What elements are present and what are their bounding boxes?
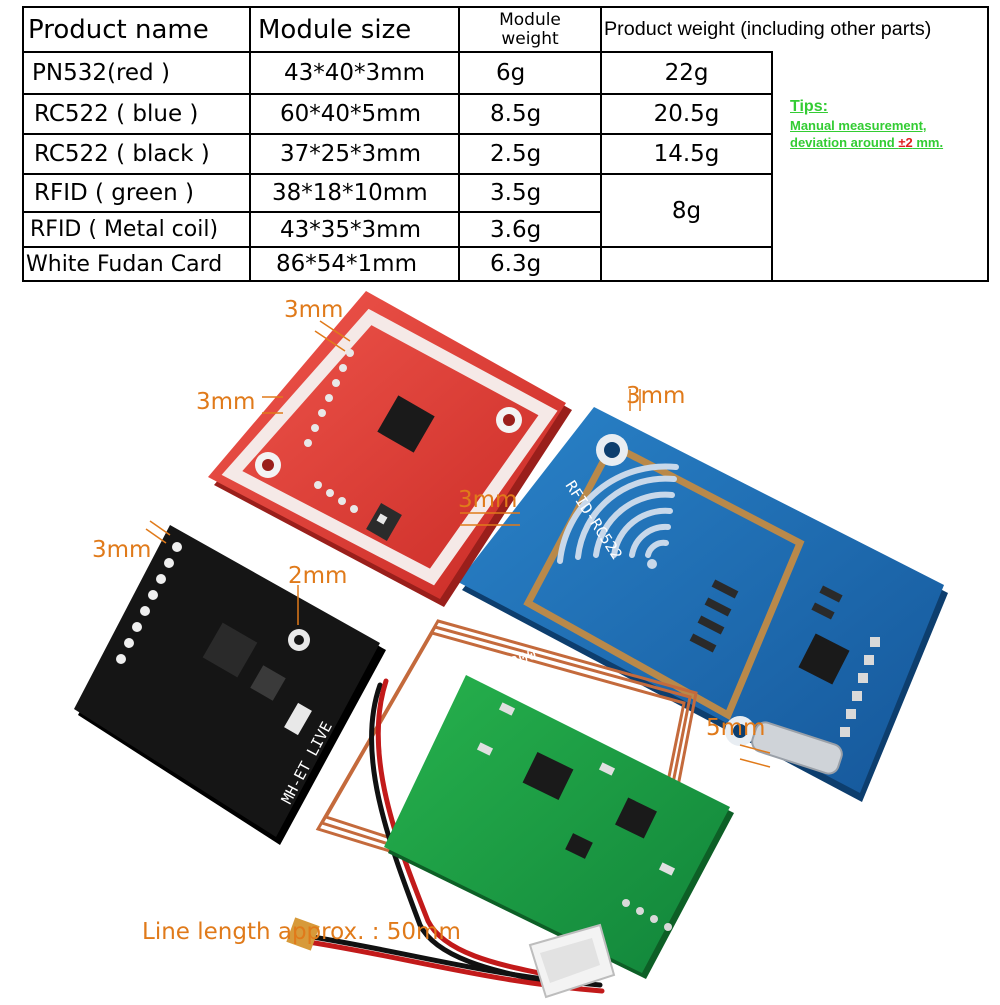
table-row-size: 86*54*1mm xyxy=(276,251,417,277)
dim-label-red-side: 3mm xyxy=(196,389,255,415)
spec-table: Product name Module size Module weight P… xyxy=(22,6,989,282)
tips-line1: Manual measurement, xyxy=(790,118,927,133)
table-border xyxy=(600,6,602,282)
table-row-size: 43*40*3mm xyxy=(284,60,425,86)
table-border xyxy=(771,51,773,282)
table-border xyxy=(22,133,771,135)
table-row-weight: 6.3g xyxy=(490,251,542,277)
dim-label-blue-crystal: 5mm xyxy=(706,715,765,741)
header-product-weight: Product weight (including other parts) xyxy=(604,18,932,40)
table-row-name: RFID ( Metal coil) xyxy=(30,217,219,242)
table-border xyxy=(458,6,460,282)
tips-deviation-value: ±2 xyxy=(898,135,913,150)
table-border xyxy=(249,6,251,282)
table-border xyxy=(22,51,771,53)
table-row-weight: 2.5g xyxy=(490,141,542,167)
header-module-weight-line1: Module xyxy=(499,9,561,30)
table-row-weight: 6g xyxy=(496,60,526,86)
table-row-weight: 3.5g xyxy=(490,180,542,206)
dim-label-black-hole: 2mm xyxy=(288,563,347,589)
table-border xyxy=(22,246,771,248)
table-border xyxy=(987,6,989,282)
pn532-red-board xyxy=(208,291,572,607)
tips-box: Tips: Manual measurement, deviation arou… xyxy=(790,98,985,168)
green-board-silkscreen: RDM6300 xyxy=(474,644,539,686)
table-row-name: RC522 ( black ) xyxy=(34,141,210,167)
table-row-size: 38*18*10mm xyxy=(272,180,428,206)
table-row-name: RC522 ( blue ) xyxy=(34,101,199,127)
table-border xyxy=(22,6,989,8)
connector xyxy=(528,923,616,999)
table-border xyxy=(22,93,771,95)
table-row-name: White Fudan Card xyxy=(26,251,223,277)
tips-line2-prefix: deviation around xyxy=(790,135,899,150)
dim-label-black-side: 3mm xyxy=(92,537,151,563)
product-weight-value: 8g xyxy=(671,197,702,224)
table-border xyxy=(22,280,989,282)
rc522-blue-board: RFID-RC522 xyxy=(458,407,948,802)
table-border xyxy=(22,6,24,282)
table-row-size: 37*25*3mm xyxy=(280,141,421,167)
table-row-size: 43*35*3mm xyxy=(280,216,421,243)
table-row-weight: 8.5g xyxy=(490,101,542,127)
product-weight-value: 22g xyxy=(664,60,709,86)
product-weight-value: 14.5g xyxy=(653,141,720,167)
tips-line2-suffix: mm. xyxy=(912,135,944,150)
header-product-name: Product name xyxy=(28,14,209,45)
dimension-guides xyxy=(145,320,771,768)
dim-label-blue-top: 3mm xyxy=(626,383,685,409)
dim-label-red-depth: 3mm xyxy=(458,487,517,513)
header-module-size: Module size xyxy=(258,14,412,45)
dim-label-red-top: 3mm xyxy=(284,297,343,323)
header-module-weight-line2: weight xyxy=(501,28,559,49)
table-row-size: 60*40*5mm xyxy=(280,101,421,127)
table-row-weight: 3.6g xyxy=(490,216,542,243)
dim-label-line-length: Line length approx. : 50mm xyxy=(142,919,461,945)
header-module-weight: Module weight xyxy=(460,8,600,51)
tips-title: Tips: xyxy=(790,98,828,115)
product-photo: RFID-RC522 xyxy=(0,285,1000,1000)
table-row-name: PN532(red ) xyxy=(32,60,170,86)
table-border xyxy=(22,173,771,175)
coil-joint xyxy=(286,917,320,951)
table-border xyxy=(22,211,600,213)
table-row-name: RFID ( green ) xyxy=(34,180,195,206)
product-weight-value: 20.5g xyxy=(653,101,720,127)
tips-line2: deviation around ±2 mm. xyxy=(790,135,985,150)
